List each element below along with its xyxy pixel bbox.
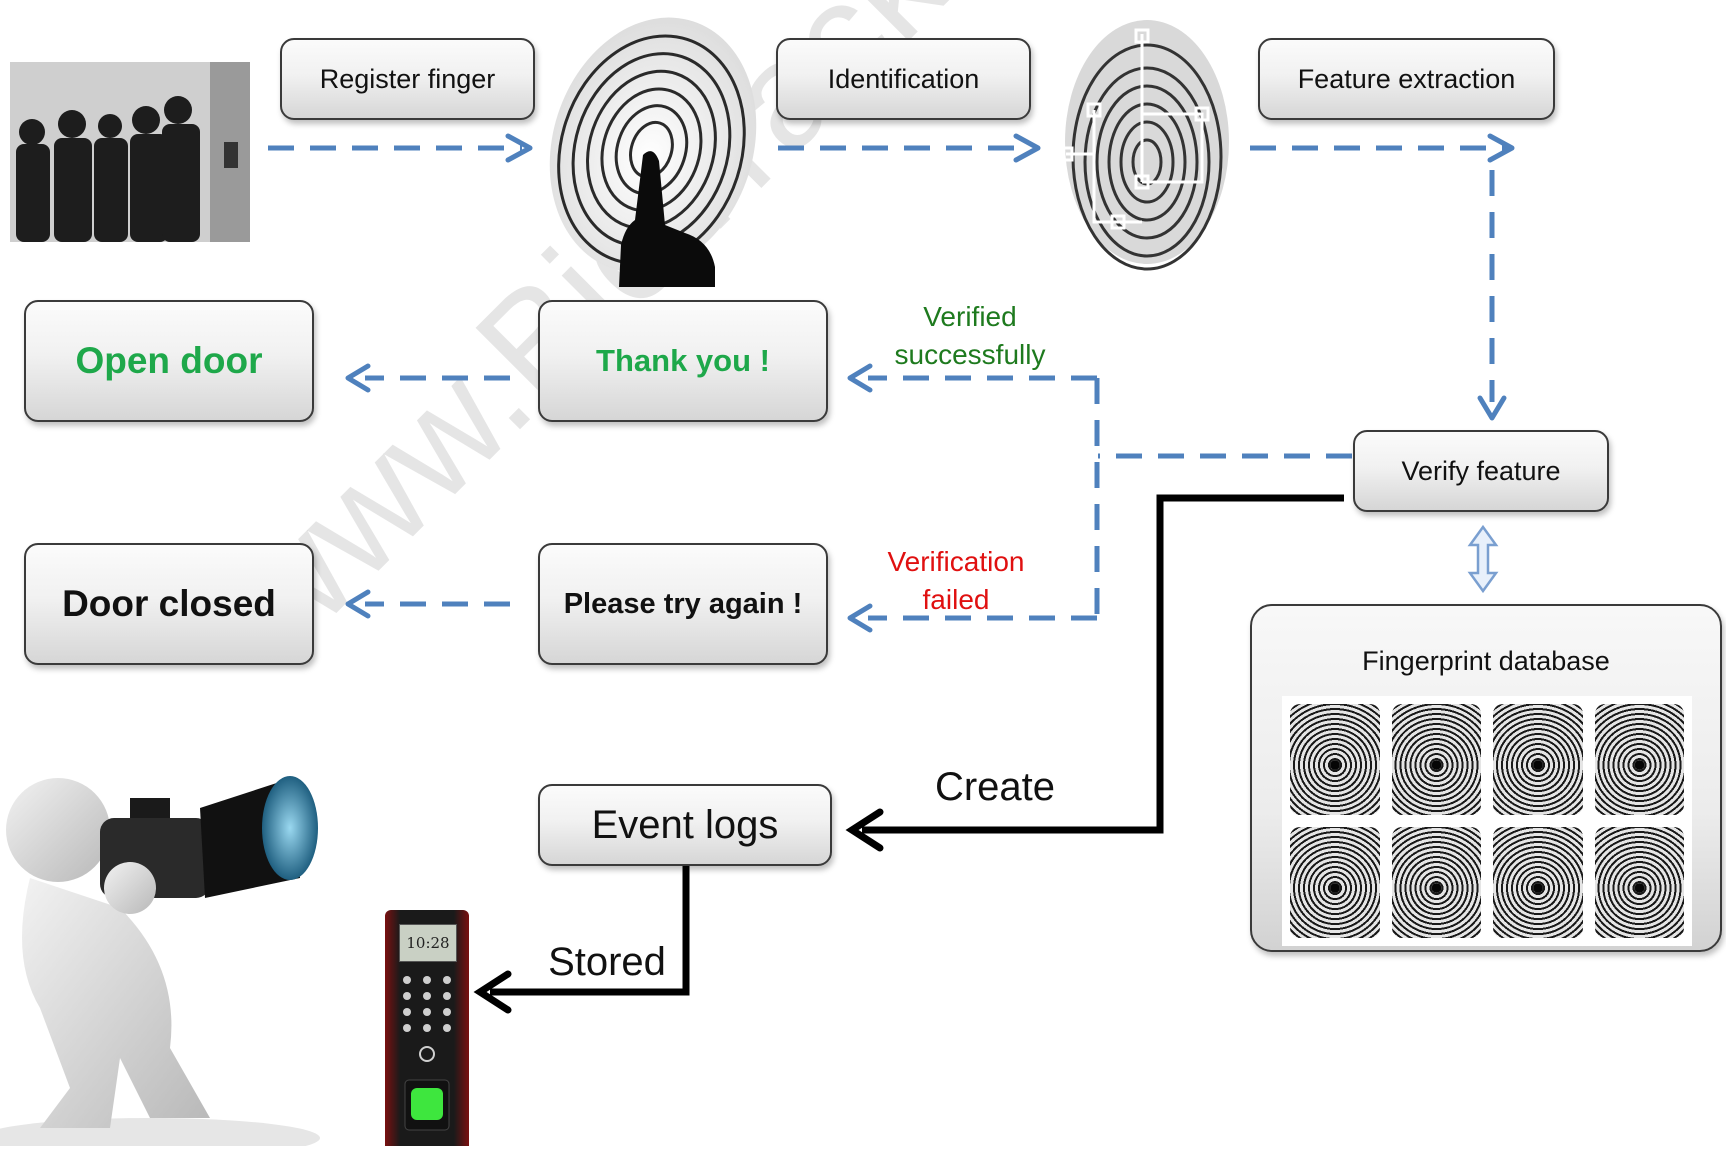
verify-feature-box: Verify feature [1353,430,1609,512]
try-again-label: Please try again ! [563,587,803,620]
fingerprint-sample [1391,827,1481,938]
register-finger-box: Register finger [280,38,535,120]
event-logs-box: Event logs [538,784,832,866]
identification-box: Identification [776,38,1031,120]
feature-extraction-label: Feature extraction [1297,63,1516,94]
dashed-arrowheads [345,133,1515,633]
fingerprint-sample [1290,704,1380,815]
create-label: Create [934,765,1056,809]
fingerprint-sample [1493,704,1583,815]
fingerprint-samples-grid [1282,696,1692,946]
arrow-eventlogs-to-device [490,866,690,996]
failed-label: Verification failed [866,543,1046,619]
verified-line-1: Verified [923,301,1017,332]
try-again-box: Please try again ! [538,543,828,665]
database-title: Fingerprint database [1362,646,1610,676]
failed-line-1: Verification [887,546,1025,577]
open-door-label: Open door [75,340,263,381]
photographer-illustration [0,776,320,1151]
fingerprint-sample [1594,704,1684,815]
stored-label: Stored [548,940,666,984]
access-device: 10:28 [385,910,469,1146]
verified-line-2: successfully [894,339,1046,370]
door-closed-label: Door closed [62,583,276,624]
device-time: 10:28 [406,934,450,952]
thank-you-label: Thank you ! [596,343,770,378]
solid-arrows [473,494,1344,1014]
thank-you-box: Thank you ! [538,300,828,422]
verify-feature-label: Verify feature [1401,455,1561,486]
failed-line-2: failed [922,584,990,615]
fingerprint-touch-illustration [549,17,757,287]
fingerprint-sample [1594,827,1684,938]
fingerprint-database: Fingerprint database [1250,604,1722,952]
register-finger-label: Register finger [319,63,496,94]
fingerprint-sample [1290,827,1380,938]
fingerprint-sample [1493,827,1583,938]
device-screen: 10:28 [399,924,457,962]
device-keypad [403,976,451,1131]
double-arrow [1467,524,1499,594]
photographer-image [0,758,330,1151]
fingerprint-sample [1391,704,1481,815]
dashed-arrows [268,145,1510,621]
door-closed-box: Door closed [24,543,314,665]
verified-label: Verified successfully [880,298,1060,374]
event-logs-label: Event logs [591,802,779,847]
arrow-verify-to-eventlogs [862,494,1344,834]
fingerprint-minutiae-illustration [1058,20,1229,271]
identification-label: Identification [827,63,980,94]
fingerprint-minutiae-image [1052,12,1242,272]
open-door-box: Open door [24,300,314,422]
feature-extraction-box: Feature extraction [1258,38,1555,120]
people-illustration [10,62,250,242]
people-photo [10,62,250,242]
fingerprint-touch-image [535,5,765,287]
